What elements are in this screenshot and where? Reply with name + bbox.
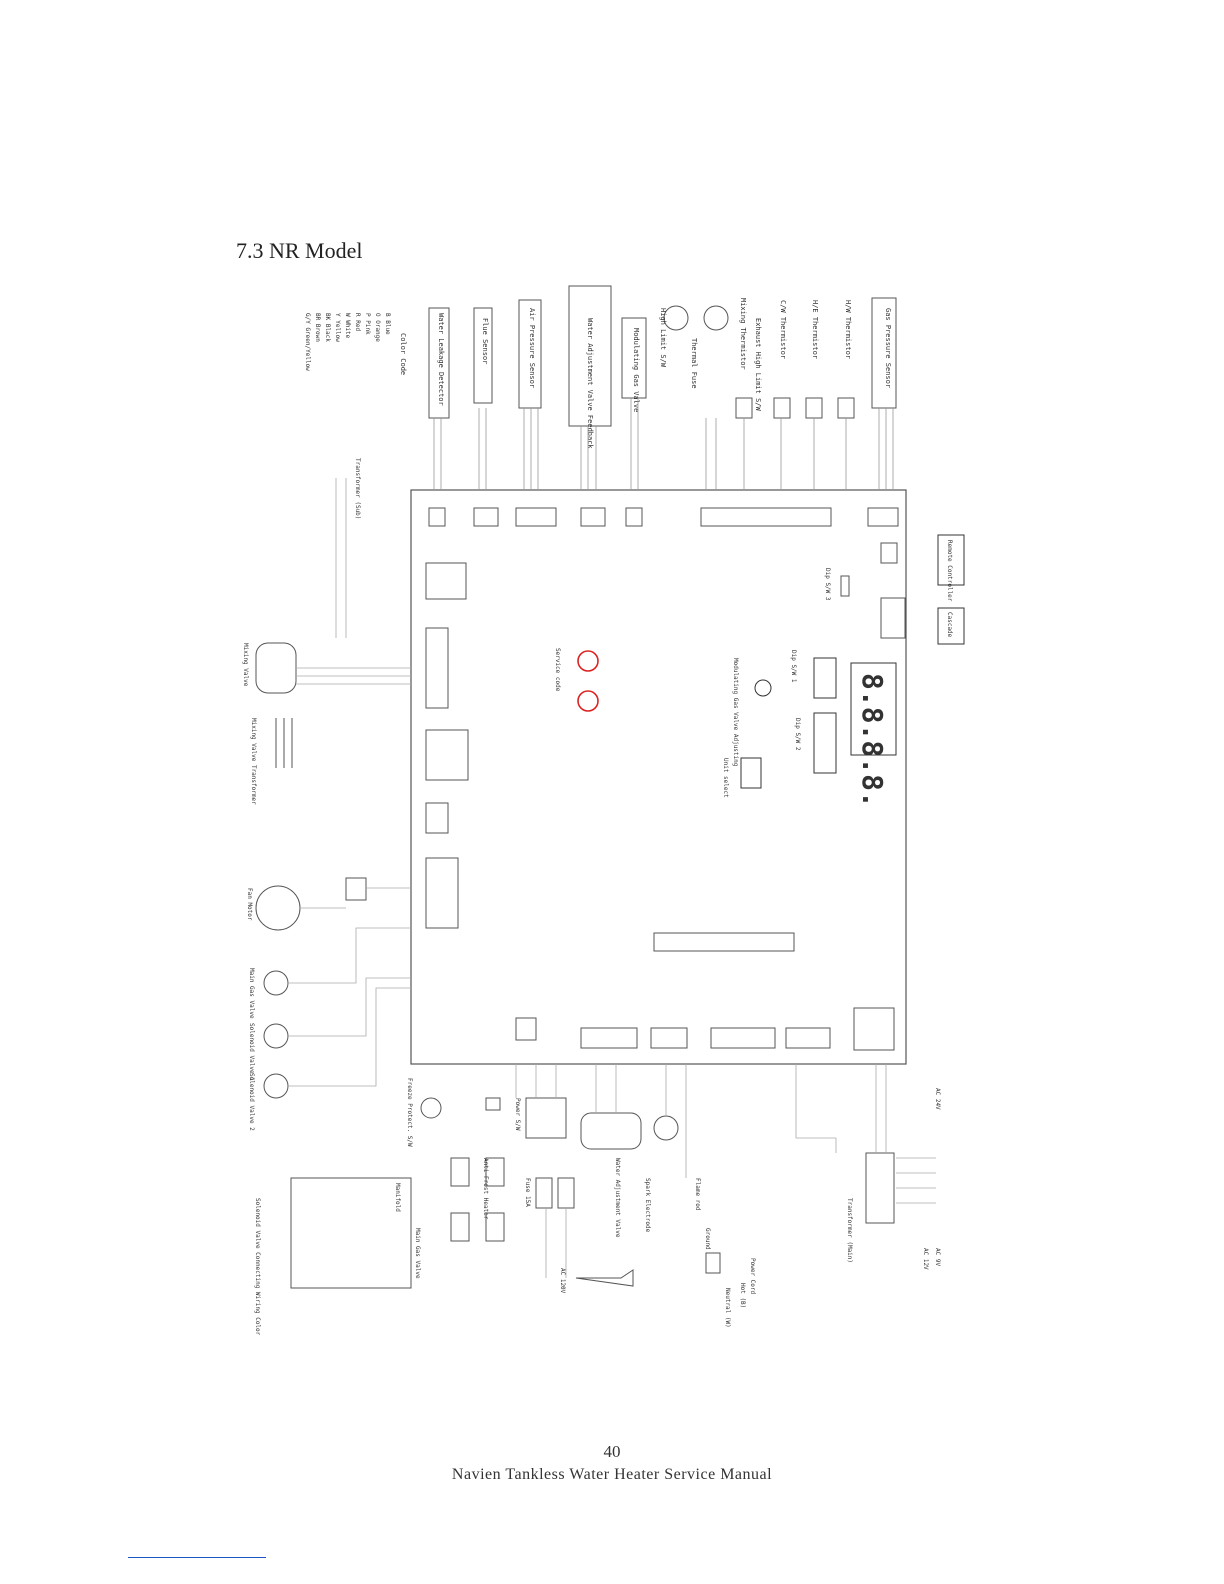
label-flame-rod: Flame rod [694, 1178, 701, 1211]
label-water-adj-valve: Water Adjustment Valve [614, 1158, 621, 1238]
left-wires [288, 478, 411, 1087]
color-entry: O Orange [374, 313, 381, 342]
label-flue-sensor: Flue Sensor [481, 318, 489, 364]
label-main-gas-valve: Main Gas Valve [248, 968, 255, 1019]
label-modulating-gas: Modulating Gas Valve [632, 328, 640, 412]
label-gas-pressure: Gas Pressure Sensor [884, 308, 892, 388]
label-transformer-sub: Transformer (Sub) [354, 458, 361, 519]
color-entry: W White [344, 313, 351, 339]
label-fuse: Fuse 15A [524, 1178, 531, 1207]
label-exhaust-limit: Exhaust High Limit S/W [754, 318, 762, 412]
color-entry: Y Yellow [334, 313, 341, 342]
dip-sw3-label: Dip S/W 3 [824, 568, 831, 601]
label-solenoid-2: Solenoid Valve 2 [248, 1073, 255, 1131]
label-thermal-fuse: Thermal Fuse [690, 338, 698, 389]
color-entry: BK Black [324, 313, 331, 342]
left-components [255, 642, 367, 1099]
cascade-label: Cascade [946, 612, 953, 638]
bottom-components [290, 1097, 895, 1289]
section-title: 7.3 NR Model [236, 238, 363, 263]
label-he-thermistor: H/E Thermistor [811, 300, 819, 359]
sw1-button[interactable] [577, 650, 599, 672]
label-freeze-protect: Freeze Protect. S/W [406, 1078, 413, 1147]
top-wires [433, 398, 894, 490]
color-entry: R Red [354, 313, 361, 331]
label-water-leakage: Water Leakage Detector [437, 313, 445, 406]
bottom-wires [515, 1064, 936, 1278]
label-spark-electrode: Spark Electrode [644, 1178, 651, 1233]
color-entry: G/Y Green/Yellow [304, 313, 311, 371]
color-entry: P Pink [364, 313, 371, 335]
label-main-gas-valve-bottom: Main Gas Valve [414, 1228, 421, 1279]
sw2-button[interactable] [577, 690, 599, 712]
unit-select-label: Unit select [722, 758, 729, 798]
label-ac24v: AC 24V [934, 1088, 941, 1110]
board-top-connectors [428, 507, 899, 527]
right-accessories: Remote Controller Cascade [937, 534, 965, 645]
manual-title: Navien Tankless Water Heater Service Man… [451, 1466, 773, 1483]
color-code-legend: Color Code [399, 333, 407, 375]
modulating-gas-label: Modulating Gas Valve Adjusting [732, 658, 739, 767]
label-power-cord: Power Cord [749, 1258, 756, 1295]
label-water-adj-feedback: Water Adjustment Valve Feedback [586, 318, 594, 449]
wiring-diagram: Water Leakage Detector Flue Sensor Air P… [242, 285, 965, 1336]
label-neutral: Neutral (W) [724, 1288, 731, 1328]
color-code-title: Color Code [399, 333, 407, 375]
label-hw-thermistor: H/W Thermistor [844, 300, 852, 359]
color-code-entries: B Blue O Orange P Pink R Red W White Y Y… [304, 313, 391, 371]
label-solenoid-wiring-color: Solenoid Valve Connecting Wiring Color [254, 1198, 261, 1336]
label-ac12v: AC 12V [922, 1248, 929, 1270]
dip-sw2-label: Dip S/W 2 [794, 718, 801, 751]
label-power-switch: Power S/W [514, 1098, 521, 1131]
color-entry: B Blue [384, 313, 391, 335]
label-mixing-valve-transformer: Mixing Valve Transformer [250, 718, 257, 805]
service-buttons: Service code [554, 648, 599, 712]
display-module: 8.8.8.8. Dip S/W 1 Dip S/W 2 Dip S/W 3 M… [722, 568, 897, 808]
remote-controller-label: Remote Controller [946, 540, 953, 602]
label-ground: Ground [704, 1228, 711, 1250]
label-air-pressure: Air Pressure Sensor [528, 308, 536, 388]
label-mixing-thermistor: Mixing Thermistor [739, 298, 747, 370]
dip-sw1-label: Dip S/W 1 [790, 650, 797, 683]
label-high-limit: High Limit S/W [659, 308, 667, 368]
label-ac9v: AC 9V [934, 1248, 941, 1266]
led-display: 8.8.8.8. [856, 673, 889, 808]
color-entry: BR Brown [314, 313, 321, 342]
control-board [410, 489, 907, 1065]
label-transformer-main: Transformer (Main) [846, 1198, 853, 1263]
label-mixing-valve: Mixing Valve [242, 643, 249, 687]
label-cw-thermistor: C/W Thermistor [779, 300, 787, 359]
footnote-rule [128, 1557, 266, 1558]
service-code-label: Service code [554, 648, 561, 692]
label-manifold: Manifold [394, 1183, 401, 1212]
label-hot: Hot (B) [739, 1283, 746, 1308]
label-fan-motor: Fan Motor [246, 888, 253, 921]
page-number: 40 [603, 1442, 621, 1461]
label-ac120v: AC 120V [559, 1268, 566, 1294]
label-anti-frost: Anti-Frost Heater [482, 1158, 489, 1220]
board-blocks [425, 542, 906, 1051]
label-solenoid-1: Solenoid Valve 1 [248, 1023, 255, 1081]
top-components [428, 285, 897, 427]
